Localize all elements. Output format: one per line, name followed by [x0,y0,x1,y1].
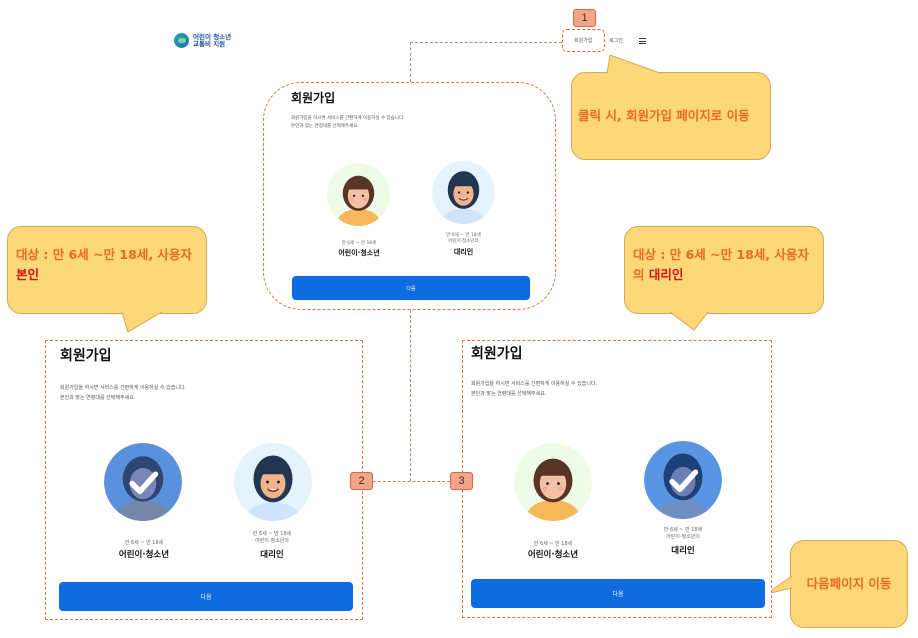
check-icon [669,469,699,493]
signup-card-child-selected: 회원가입 회원가입을 하시면 서비스를 간편하게 이용하실 수 있습니다. 본인… [45,340,363,620]
callout-next-page: 다음페이지 이동 [790,540,908,628]
callout-tail [669,312,709,331]
page-description: 회원가입을 하시면 서비스를 간편하게 이용하실 수 있습니다. 본인과 맞는 … [471,381,598,397]
signup-card-proxy-selected: 회원가입 회원가입을 하시면 서비스를 간편하게 이용하실 수 있습니다. 본인… [462,340,772,618]
page-description: 회원가입을 하시면 서비스를 간편하게 이용하실 수 있습니다. 본인과 맞는 … [60,385,187,401]
site-logo[interactable]: 어린이 청소년 교통비 지원 [174,33,231,48]
page-description: 회원가입을 하시면 서비스를 간편하게 이용하실 수 있습니다. 본인과 맞는 … [291,116,405,129]
logo-icon [174,33,189,48]
step-marker-3: 3 [450,472,473,490]
option-child-selected[interactable]: 만 6세 ~ 만 18세 어린이·청소년 [94,441,194,561]
callout-signup-click: 클릭 시, 회원가입 페이지로 이동 [571,72,771,160]
connector-line [373,481,450,482]
next-button[interactable]: 다음 [292,276,530,300]
callout-self-target: 대상 : 만 6세 ~만 18세, 사용자 본인 [7,226,207,314]
emphasis-proxy: 대리인 [648,267,684,282]
logo-line-2: 교통비 지원 [193,39,226,48]
proxy-avatar-icon [234,443,312,521]
page-title: 회원가입 [60,348,112,364]
proxy-avatar-selected-icon [644,441,722,519]
connector-line [410,310,411,481]
callout-tail [121,312,163,333]
option-child[interactable]: 만 6세 ~ 만 18세 어린이·청소년 [324,163,394,263]
connector-line [410,42,411,82]
nav-signup-link[interactable]: 회원가입 [574,38,593,44]
proxy-avatar-icon [432,161,495,224]
hamburger-icon[interactable] [639,38,646,46]
signup-highlight-box [562,29,605,52]
option-child[interactable]: 만 6세 ~ 만 18세 어린이·청소년 [503,441,603,561]
step-marker-2: 2 [350,472,373,490]
signup-card-default: 회원가입 회원가입을 하시면 서비스를 간편하게 이용하실 수 있습니다. 본인… [263,82,556,310]
check-icon [129,471,159,495]
callout-proxy-target: 대상 : 만 6세 ~만 18세, 사용자의 대리인 [624,226,824,314]
connector-line [410,42,562,43]
next-button[interactable]: 다음 [59,582,353,611]
callout-tail [606,55,661,74]
emphasis-self: 본인 [16,267,40,282]
step-marker-1: 1 [573,9,596,27]
page-title: 회원가입 [471,346,523,362]
next-button[interactable]: 다음 [471,579,765,608]
option-proxy[interactable]: 만 6세 ~ 만 18세 어린이·청소년의 대리인 [222,441,322,565]
option-proxy[interactable]: 만 6세 ~ 만 18세 어린이·청소년의 대리인 [427,161,497,265]
child-avatar-icon [327,163,390,226]
page-title: 회원가입 [291,91,336,105]
logo-line-1: 어린이 청소년 [193,32,232,41]
child-avatar-selected-icon [104,443,182,521]
child-avatar-icon [514,443,592,521]
nav-login-link[interactable]: 로그인 [609,38,623,44]
option-proxy-selected[interactable]: 만 6세 ~ 만 18세 어린이·청소년의 대리인 [633,439,733,563]
